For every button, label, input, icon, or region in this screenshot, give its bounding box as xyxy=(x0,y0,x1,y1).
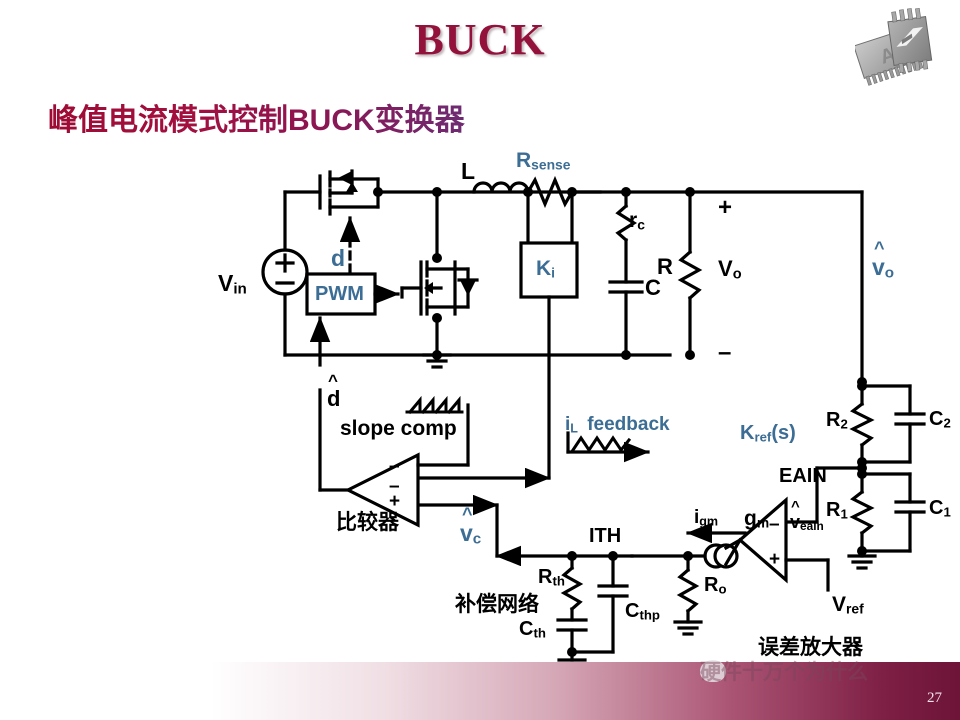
label-c2: C2 xyxy=(929,408,951,431)
label-cthp: Cthp xyxy=(625,600,660,623)
label-inductor: L xyxy=(461,158,476,184)
label-il-feedback: iL feedback xyxy=(565,414,670,436)
erroramp-input-plus: + xyxy=(769,549,781,570)
slide-subtitle: 峰值电流模式控制BUCK变换器 xyxy=(48,95,465,139)
label-d-hat: ^ d xyxy=(327,371,341,411)
watermark-text: 硬件十万个为什么 xyxy=(700,661,868,684)
label-r1: R1 xyxy=(826,499,848,522)
label-vo-hat: ^ vo xyxy=(872,238,895,282)
error-amplifier-triangle xyxy=(737,496,788,584)
label-cth: Cth xyxy=(519,618,546,641)
il-ripple-waveform xyxy=(570,435,632,453)
page-title: BUCK xyxy=(414,15,546,64)
comparator-input-plus: + xyxy=(389,491,401,512)
inductor-L xyxy=(472,181,530,194)
comparator-input-minus-2: – xyxy=(389,476,400,497)
label-igm: igm xyxy=(694,507,719,529)
pwm-block xyxy=(305,272,377,316)
page-number: 27 xyxy=(927,690,942,706)
ground-symbol-ro xyxy=(673,620,703,636)
gm-current-source-b xyxy=(713,543,739,569)
label-ith-node: ITH xyxy=(589,525,622,547)
lowside-mosfet xyxy=(400,260,479,316)
label-compensation-network: 补偿网络 xyxy=(455,593,539,616)
label-cap: C xyxy=(645,275,661,300)
slope-comp-ramp-icon xyxy=(405,395,464,415)
resistor-ro xyxy=(676,567,700,614)
resistor-rsense xyxy=(525,175,575,209)
junction-dots xyxy=(373,187,867,657)
label-veain: ^ veain xyxy=(790,498,824,534)
footer-bar xyxy=(0,662,960,720)
wire-src-to-amp2 xyxy=(723,537,743,567)
ic-chip-photo: A xyxy=(855,8,933,86)
resistor-rth xyxy=(560,565,584,612)
label-eain-node: EAIN xyxy=(779,465,827,487)
ground-symbol-divider xyxy=(847,554,877,570)
highside-mosfet xyxy=(318,169,380,216)
label-vref: Vref xyxy=(832,593,864,617)
resistor-load xyxy=(677,249,703,301)
label-kref: Kref(s) xyxy=(740,422,796,445)
resistor-r2 xyxy=(849,401,875,448)
label-rsense: Rsense xyxy=(516,149,571,173)
label-duty-d: d xyxy=(331,245,346,271)
watermark-logo-icon xyxy=(700,660,726,682)
label-pwm: PWM xyxy=(315,283,364,305)
comparator-triangle xyxy=(344,452,420,528)
label-gm: gm xyxy=(744,507,770,531)
label-c1: C1 xyxy=(929,497,951,520)
label-output-minus: – xyxy=(718,339,732,366)
label-error-amplifier-cn: 误差放大器 xyxy=(758,636,863,659)
label-vc-hat: ^ vc xyxy=(460,504,482,548)
label-vin: Vin xyxy=(218,270,247,298)
label-rth: Rth xyxy=(538,566,565,589)
label-comparator-cn: 比较器 xyxy=(336,511,399,534)
label-ki: Ki xyxy=(536,257,556,281)
vin-source-symbol xyxy=(261,248,309,296)
resistor-r1 xyxy=(849,489,875,536)
resistor-rc xyxy=(615,203,638,243)
ki-block xyxy=(519,241,579,299)
label-slope-comp: slope comp xyxy=(340,417,457,440)
label-output-plus: + xyxy=(718,194,733,221)
label-vout: Vo xyxy=(718,256,742,283)
label-load-r: R xyxy=(657,254,673,279)
label-r2: R2 xyxy=(826,409,848,432)
label-rc: rc xyxy=(629,209,645,233)
erroramp-input-minus: – xyxy=(769,514,780,535)
comparator-input-minus-1: – xyxy=(389,456,400,477)
label-ro: Ro xyxy=(704,574,727,597)
